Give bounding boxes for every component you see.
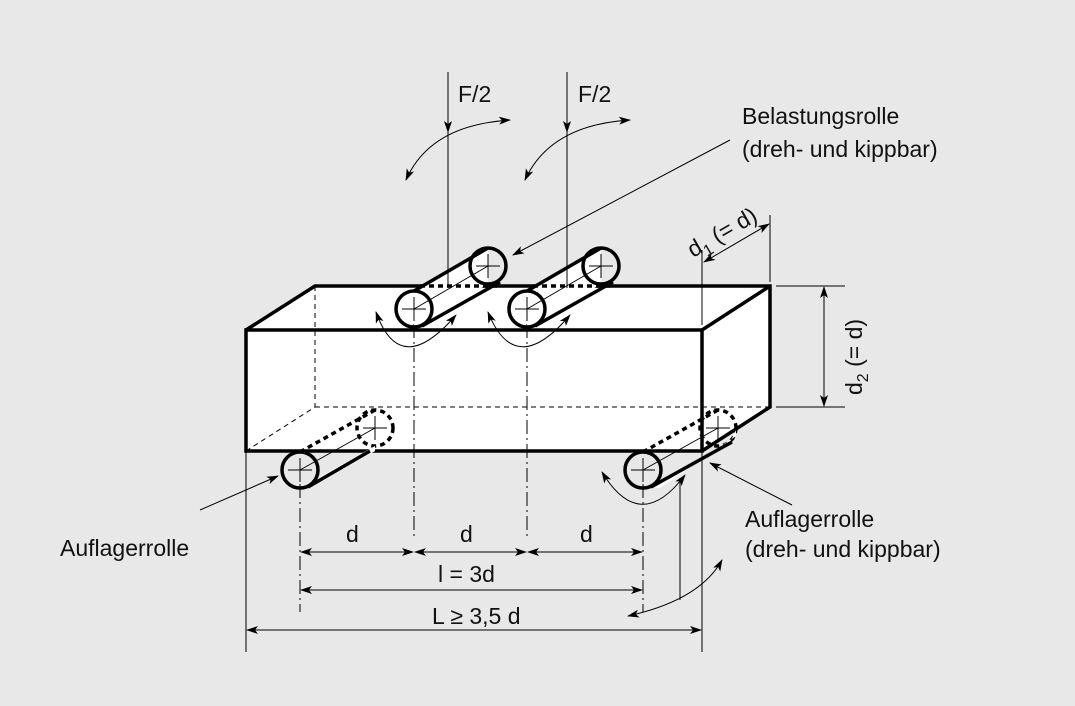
dim-d-3: d [580,521,593,547]
support-roller-left [280,408,395,490]
force-arrows [444,72,571,288]
force-label-right: F/2 [578,81,611,107]
dimension-lines [246,215,845,634]
span-label: l = 3d [438,561,495,587]
load-roller-note: (dreh- und kippbar) [742,136,938,162]
load-roller-left [394,246,508,329]
support-roller-label-left: Auflagerrolle [60,535,189,561]
leader-lines [199,139,793,511]
length-label: L ≥ 3,5 d [432,603,521,629]
force-label-left: F/2 [458,81,491,107]
d2-label: d2 (= d) [841,319,872,395]
support-roller-label-right: Auflagerrolle [745,506,874,532]
dim-d-2: d [460,521,473,547]
support-roller-note-right: (dreh- und kippbar) [745,536,941,562]
rotation-arrows [375,116,723,618]
specimen-beam [244,284,772,453]
load-roller-label: Belastungsrolle [742,103,899,129]
dim-d-1: d [346,521,359,547]
